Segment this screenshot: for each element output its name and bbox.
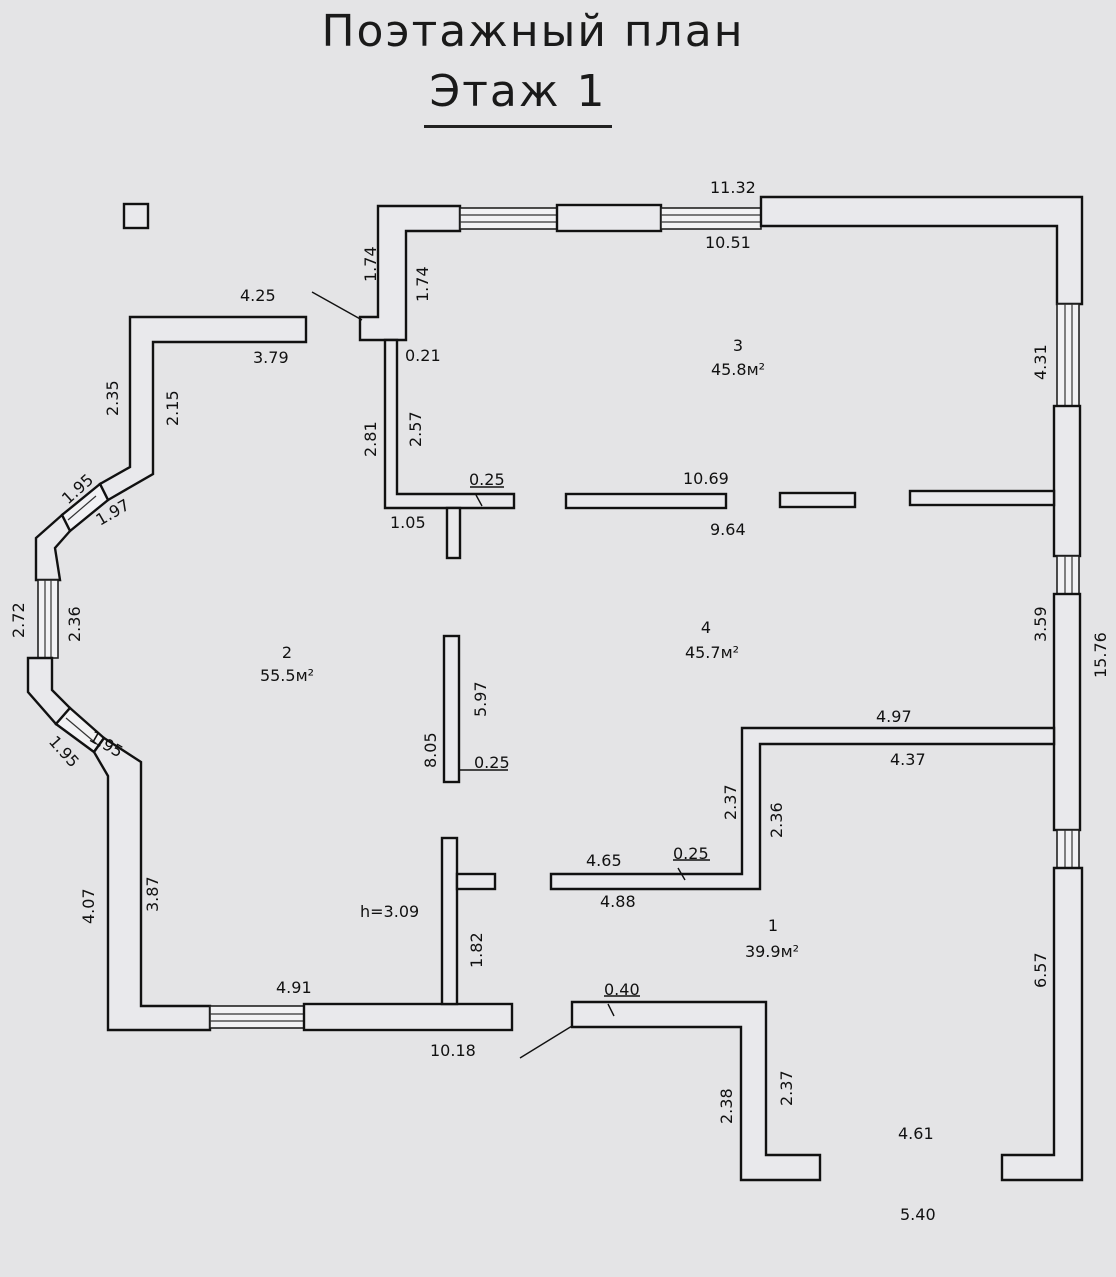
dim-1-74-outer: 1.74 — [361, 246, 380, 282]
window-top-2 — [660, 207, 762, 230]
wall-entrance — [570, 1000, 822, 1182]
dim-2-38: 2.38 — [717, 1088, 736, 1124]
dim-0-25-a: 0.25 — [469, 470, 505, 489]
ceiling-height: h=3.09 — [360, 902, 419, 921]
window-right-1 — [1056, 303, 1080, 407]
dim-4-61: 4.61 — [898, 1124, 934, 1143]
wall-stub-1 — [445, 506, 462, 560]
room-number-1: 1 — [768, 916, 778, 935]
dim-1-82: 1.82 — [467, 932, 486, 968]
dim-3-59: 3.59 — [1031, 606, 1050, 642]
wall-lower-left — [92, 736, 212, 1032]
room-area-1: 39.9м² — [745, 942, 799, 961]
dim-15-76: 15.76 — [1091, 632, 1110, 678]
dim-4-07: 4.07 — [79, 888, 98, 924]
window-right-3 — [1056, 829, 1080, 869]
dim-top-outer: 11.32 — [710, 178, 756, 197]
dim-2-57: 2.57 — [406, 411, 425, 447]
window-right-2 — [1056, 555, 1080, 595]
dim-1-74-inner: 1.74 — [413, 266, 432, 302]
dim-upper-left-inner: 3.79 — [253, 348, 289, 367]
dim-4-65: 4.65 — [586, 851, 622, 870]
dim-2-72: 2.72 — [9, 602, 28, 638]
wall-top-right — [759, 195, 1084, 306]
dim-6-57: 6.57 — [1031, 952, 1050, 988]
dim-2-36: 2.36 — [767, 802, 786, 838]
dim-10-18: 10.18 — [430, 1041, 476, 1060]
room-area-2: 55.5м² — [260, 666, 314, 685]
dim-1-05: 1.05 — [390, 513, 426, 532]
dim-8-05: 8.05 — [421, 732, 440, 768]
window-top-1 — [459, 207, 558, 230]
wall-bottom-left — [302, 1002, 514, 1032]
window-bottom — [209, 1005, 305, 1029]
wall-right-2 — [1052, 592, 1082, 832]
dim-4-97: 4.97 — [876, 707, 912, 726]
wall-interior-upper — [383, 338, 516, 510]
dim-2-35: 2.35 — [103, 380, 122, 416]
dim-0-40: 0.40 — [604, 980, 640, 999]
dim-top-inner: 10.51 — [705, 233, 751, 252]
dim-0-25-c: 0.25 — [673, 844, 709, 863]
dim-2-81: 2.81 — [361, 421, 380, 457]
dim-5-40: 5.40 — [900, 1205, 936, 1224]
window-left — [37, 579, 59, 659]
dim-upper-left-outer: 4.25 — [240, 286, 276, 305]
floor-subtitle: Этаж 1 — [423, 66, 613, 128]
wall-partition-1 — [564, 492, 728, 510]
plan-title: Поэтажный план — [321, 6, 745, 57]
room-area-4: 45.7м² — [685, 643, 739, 662]
dim-4-88: 4.88 — [600, 892, 636, 911]
dim-2-15: 2.15 — [163, 390, 182, 426]
dim-4-31: 4.31 — [1031, 344, 1050, 380]
wall-top-middle — [555, 203, 663, 233]
dim-3-87: 3.87 — [143, 876, 162, 912]
room-number-4: 4 — [701, 618, 711, 637]
wall-lower-center — [440, 836, 459, 1006]
dim-2-36-left: 2.36 — [65, 606, 84, 642]
wall-room1 — [549, 726, 1056, 891]
wall-stub-2 — [455, 872, 497, 891]
wall-partition-3 — [908, 489, 1056, 507]
room-number-2: 2 — [282, 643, 292, 662]
dim-4-37: 4.37 — [890, 750, 926, 769]
dim-0-21: 0.21 — [405, 346, 441, 365]
wall-center — [442, 634, 461, 784]
dim-2-37-a: 2.37 — [721, 784, 740, 820]
wall-partition-2 — [778, 491, 857, 509]
dim-10-69: 10.69 — [683, 469, 729, 488]
room-number-3: 3 — [733, 336, 743, 355]
wall-right-1 — [1052, 404, 1082, 558]
dim-2-37-b: 2.37 — [777, 1070, 796, 1106]
dim-4-91: 4.91 — [276, 978, 312, 997]
room-area-3: 45.8м² — [711, 360, 765, 379]
dim-9-64: 9.64 — [710, 520, 746, 539]
wall-left-upper-bend — [34, 513, 72, 582]
wall-right-bottom — [1000, 866, 1084, 1182]
wall-upper-left — [98, 315, 308, 502]
marker-square — [122, 202, 150, 230]
dim-5-97: 5.97 — [471, 681, 490, 717]
dim-0-25-b: 0.25 — [474, 753, 510, 772]
